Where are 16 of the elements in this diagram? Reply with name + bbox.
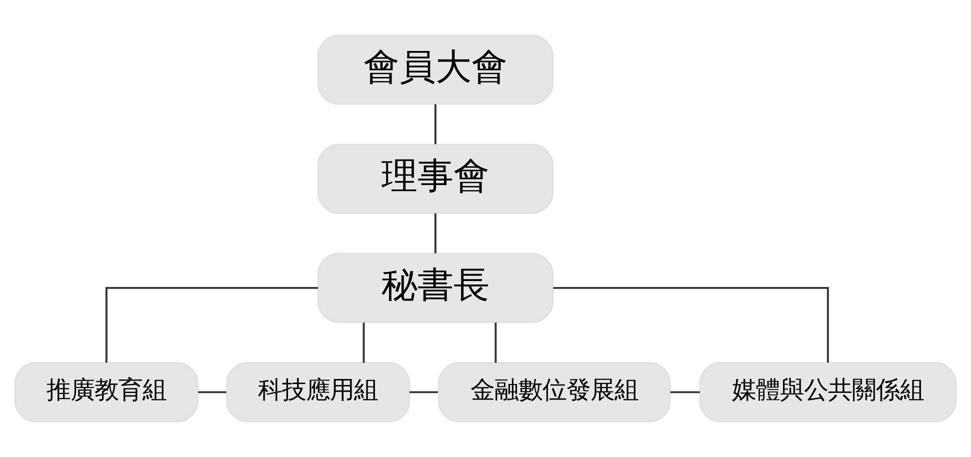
- node-box: 科技應用組: [226, 362, 410, 422]
- connector: [553, 286, 829, 363]
- node-box: 秘書長: [317, 252, 554, 323]
- connector: [198, 391, 226, 394]
- connector: [670, 391, 700, 394]
- connector: [362, 322, 365, 363]
- connector: [434, 104, 436, 144]
- node-box: 金融數位發展組: [438, 362, 671, 422]
- node-box: 會員大會: [317, 34, 554, 105]
- connector: [105, 286, 318, 363]
- connector: [494, 322, 497, 363]
- connector: [409, 391, 438, 394]
- node-box: 推廣教育組: [14, 362, 198, 422]
- node-box: 媒體與公共關係組: [699, 362, 957, 422]
- connector: [434, 213, 436, 254]
- node-box: 理事會: [317, 144, 554, 214]
